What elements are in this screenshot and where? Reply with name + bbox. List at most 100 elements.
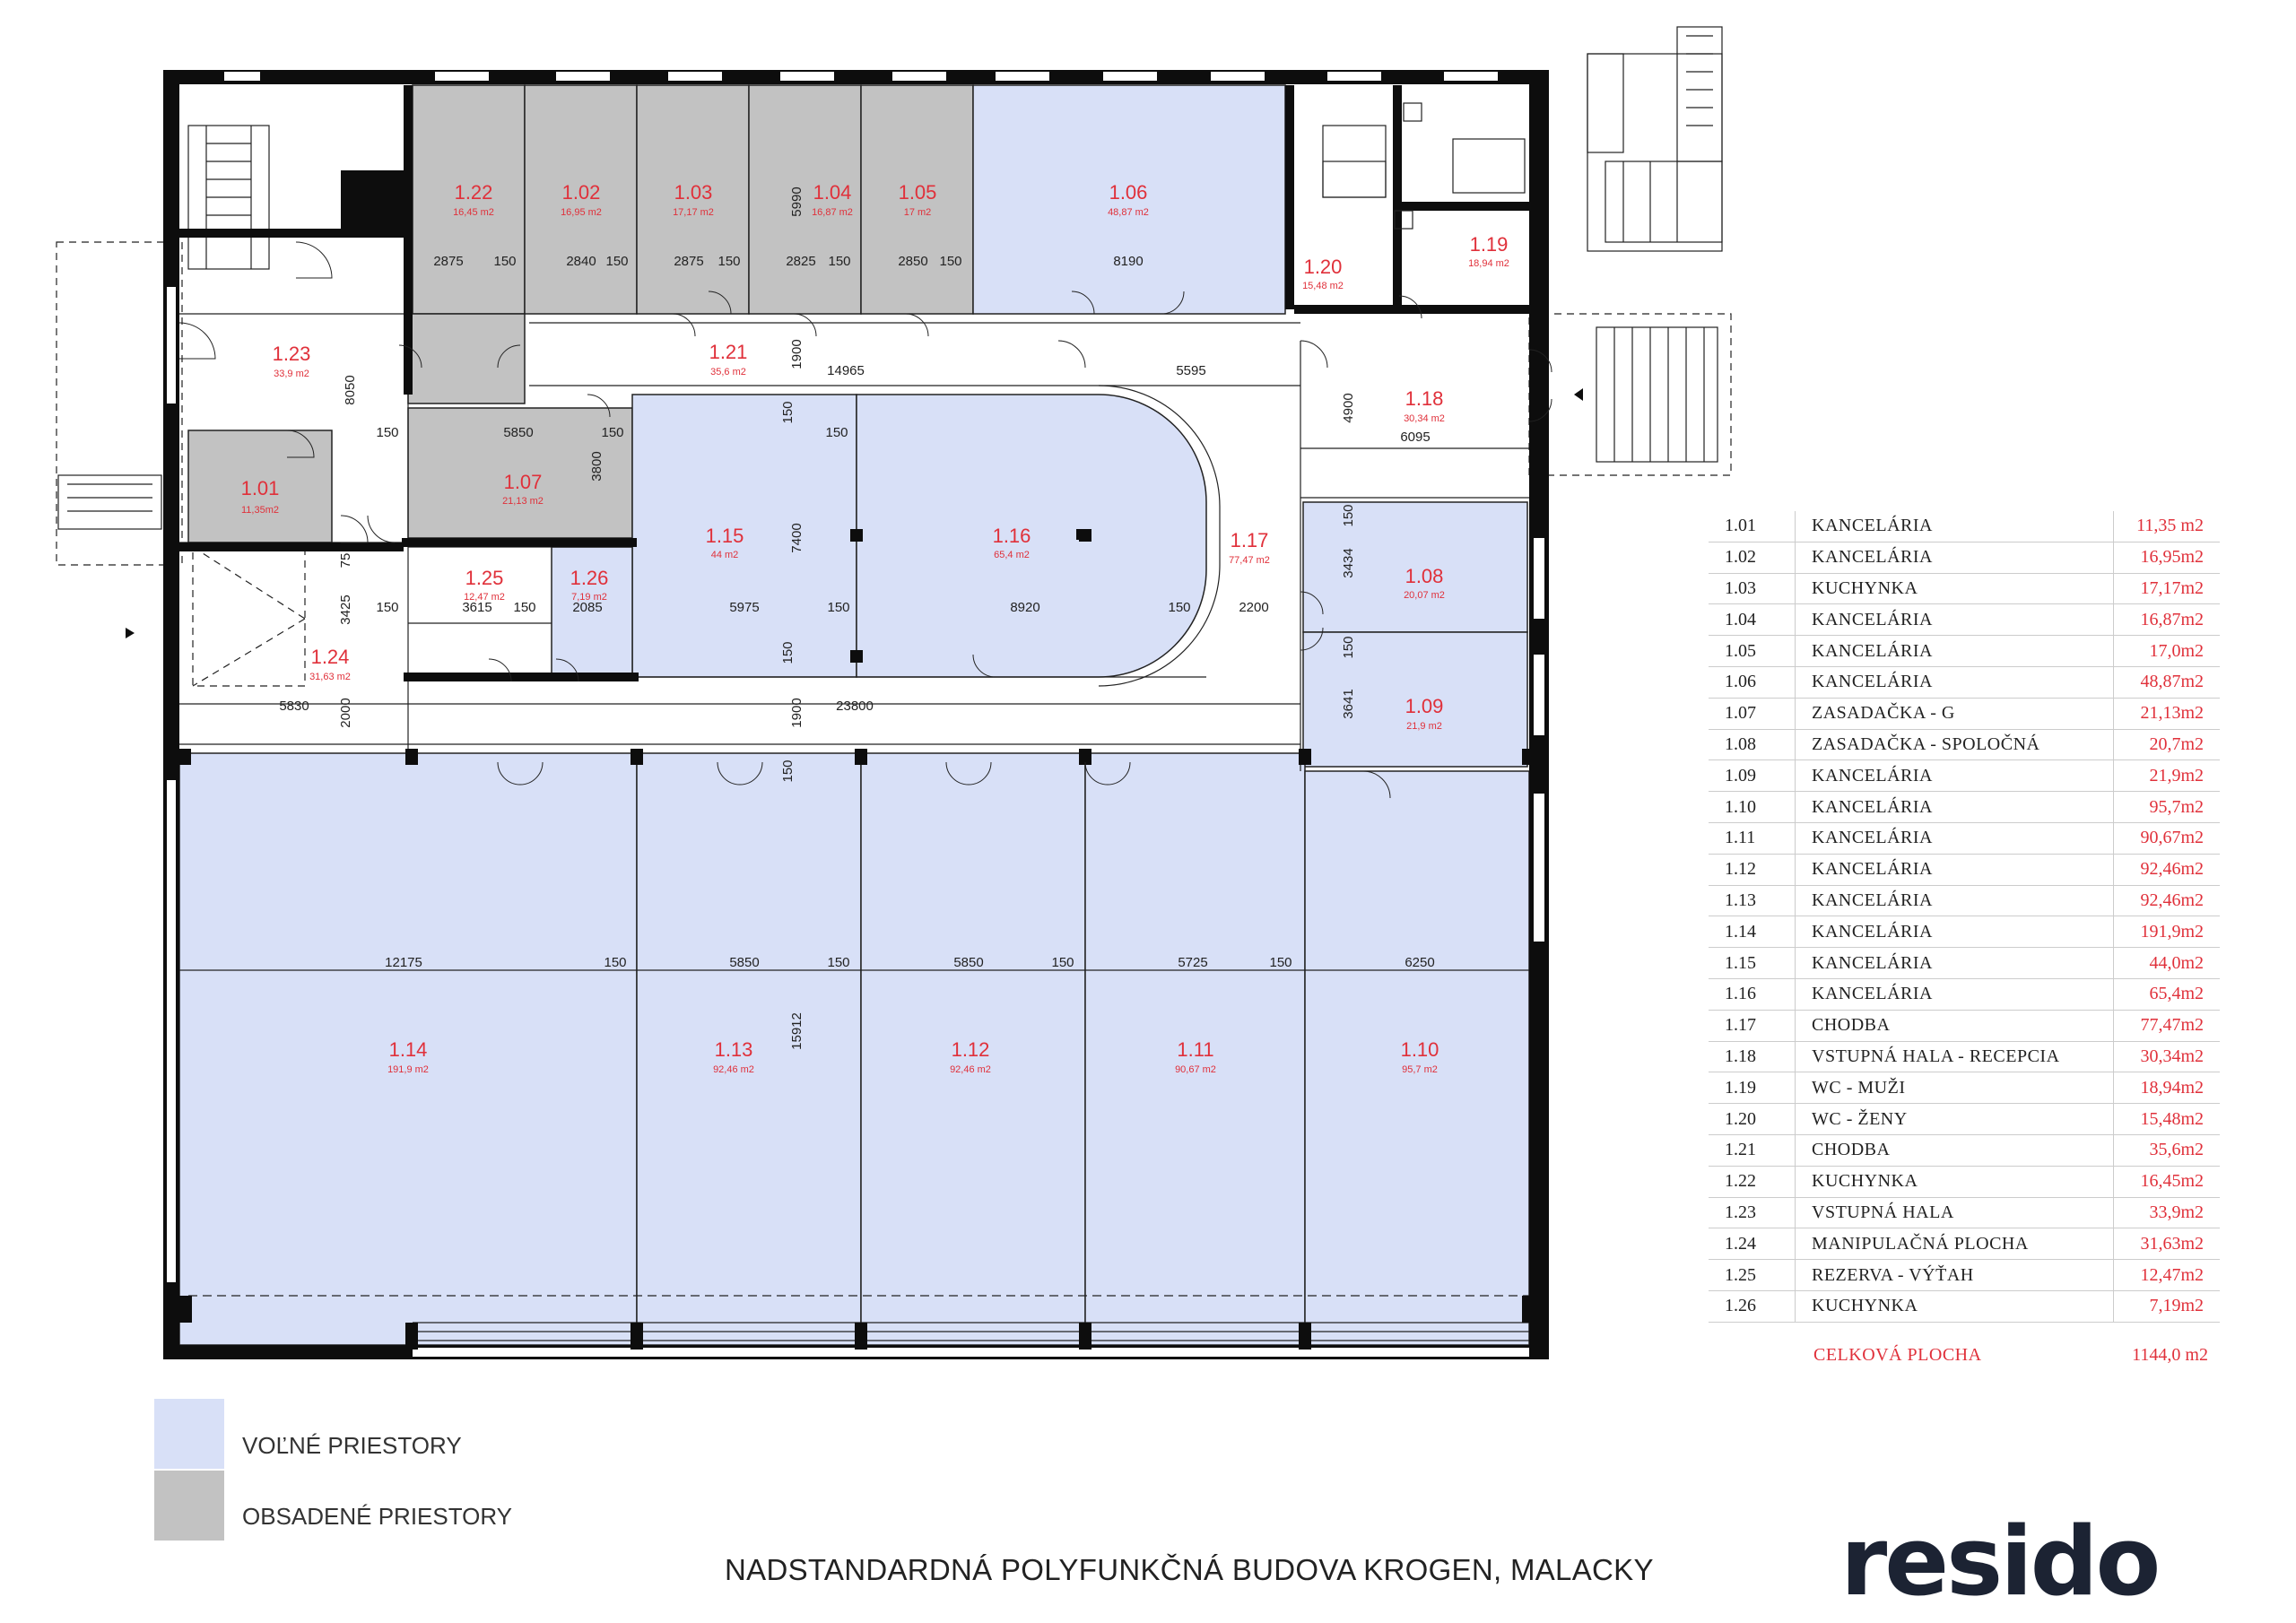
room-table-cell-num: 1.22: [1709, 1166, 1796, 1198]
dim: 5850: [953, 955, 983, 970]
room-table-cell-area: 20,7m2: [2113, 729, 2220, 761]
room-1-25-area: 12,47 m2: [464, 592, 505, 603]
room-1-09: [1302, 631, 1528, 768]
dim: 150: [827, 955, 849, 970]
room-table-cell-area: 48,87m2: [2113, 666, 2220, 699]
room-1-18-num: 1.18: [1405, 387, 1444, 410]
room-1-07-area: 21,13 m2: [502, 496, 544, 507]
dim: 2825: [786, 254, 815, 269]
room-table-cell-name: KANCELÁRIA: [1795, 759, 2114, 793]
room-table-cell-name: KANCELÁRIA: [1795, 978, 2114, 1011]
dim: 2200: [1239, 600, 1268, 615]
room-table-cell-area: 18,94m2: [2113, 1072, 2220, 1105]
room-1-10-area: 95,7 m2: [1402, 1064, 1438, 1075]
room-1-04: [748, 84, 862, 315]
room-1-10: [1304, 770, 1530, 1346]
room-table-cell-name: REZERVA - VÝŤAH: [1795, 1259, 2114, 1291]
room-1-09-num: 1.09: [1405, 695, 1444, 717]
stairs: [57, 26, 1723, 530]
room-table-cell-name: KANCELÁRIA: [1795, 603, 2114, 637]
room-table-cell-area: 92,46m2: [2113, 885, 2220, 917]
room-1-25-num: 1.25: [465, 567, 504, 589]
room-1-01-area: 11,35m2: [241, 505, 279, 516]
room-table-cell-area: 65,4m2: [2113, 978, 2220, 1011]
dim: 3425: [338, 595, 353, 624]
room-table-cell-num: 1.13: [1709, 885, 1796, 917]
dim: 150: [513, 600, 535, 615]
entry-arrow-left: [126, 628, 135, 638]
dim: 8190: [1113, 254, 1143, 269]
room-table-cell-num: 1.16: [1709, 978, 1796, 1011]
dim: 12175: [385, 955, 422, 970]
dim: 150: [827, 600, 849, 615]
room-table-cell-area: 21,13m2: [2113, 698, 2220, 730]
room-1-08: [1302, 501, 1528, 633]
dim: 23800: [836, 699, 874, 714]
room-table-cell-num: 1.25: [1709, 1259, 1796, 1291]
room-1-24-num: 1.24: [311, 646, 350, 668]
dim: 8050: [343, 375, 358, 404]
room-table-cell-area: 16,87m2: [2113, 603, 2220, 637]
room-table-cell-num: 1.08: [1709, 729, 1796, 761]
room-1-16-area: 65,4 m2: [994, 550, 1030, 560]
room-table-cell-num: 1.04: [1709, 603, 1796, 637]
room-1-22: [412, 84, 526, 315]
room-table-cell-name: KANCELÁRIA: [1795, 916, 2114, 949]
room-table-cell-name: KANCELÁRIA: [1795, 791, 2114, 823]
room-1-06-num: 1.06: [1109, 181, 1148, 204]
room-1-24-area: 31,63 m2: [309, 672, 351, 682]
room-table-cell-num: 1.24: [1709, 1228, 1796, 1261]
dim: 14965: [827, 363, 865, 378]
room-1-12: [860, 752, 1086, 1346]
room-fills: [178, 84, 1530, 1346]
dim: 5850: [729, 955, 759, 970]
room-1-14: [178, 752, 638, 1346]
room-1-09-area: 21,9 m2: [1406, 721, 1442, 732]
dim: 150: [780, 641, 796, 664]
room-table-cell-num: 1.05: [1709, 635, 1796, 667]
room-1-14-area: 191,9 m2: [387, 1064, 429, 1075]
interior-lines: [179, 309, 1534, 1341]
room-table-cell-num: 1.11: [1709, 822, 1796, 855]
room-1-11-area: 90,67 m2: [1175, 1064, 1216, 1075]
room-1-03-num: 1.03: [674, 181, 713, 204]
room-1-02: [524, 84, 638, 315]
dim: 150: [780, 759, 796, 782]
room-table-cell-area: 16,95m2: [2113, 542, 2220, 574]
room-1-26-num: 1.26: [570, 567, 609, 589]
dim: 3615: [462, 600, 491, 615]
room-1-20-area: 15,48 m2: [1302, 281, 1344, 291]
room-1-18-area: 30,34 m2: [1404, 413, 1445, 424]
room-table-cell-name: WC - ŽENY: [1795, 1103, 2114, 1135]
room-table-cell-name: CHODBA: [1795, 1010, 2114, 1042]
dim: 5830: [279, 699, 309, 714]
room-1-03-area: 17,17 m2: [673, 207, 714, 218]
dim: 2840: [566, 254, 596, 269]
dim: 2850: [898, 254, 927, 269]
room-table-cell-num: 1.06: [1709, 666, 1796, 699]
room-1-06: [972, 84, 1286, 315]
room-1-15: [631, 394, 857, 678]
dim: 150: [376, 600, 398, 615]
room-table-cell-area: 77,47m2: [2113, 1010, 2220, 1042]
entry-arrow-right: [1574, 388, 1583, 401]
room-1-23-num: 1.23: [273, 343, 311, 365]
dim: 4900: [1341, 393, 1356, 422]
dim: 150: [718, 254, 740, 269]
room-table-cell-num: 1.17: [1709, 1010, 1796, 1042]
legend-label-free: VOĽNÉ PRIESTORY: [242, 1432, 462, 1459]
total-value: 1144,0 m2: [2132, 1345, 2208, 1365]
dim: 15912: [789, 1012, 804, 1050]
room-1-11-num: 1.11: [1177, 1038, 1213, 1061]
dim: 5725: [1178, 955, 1207, 970]
